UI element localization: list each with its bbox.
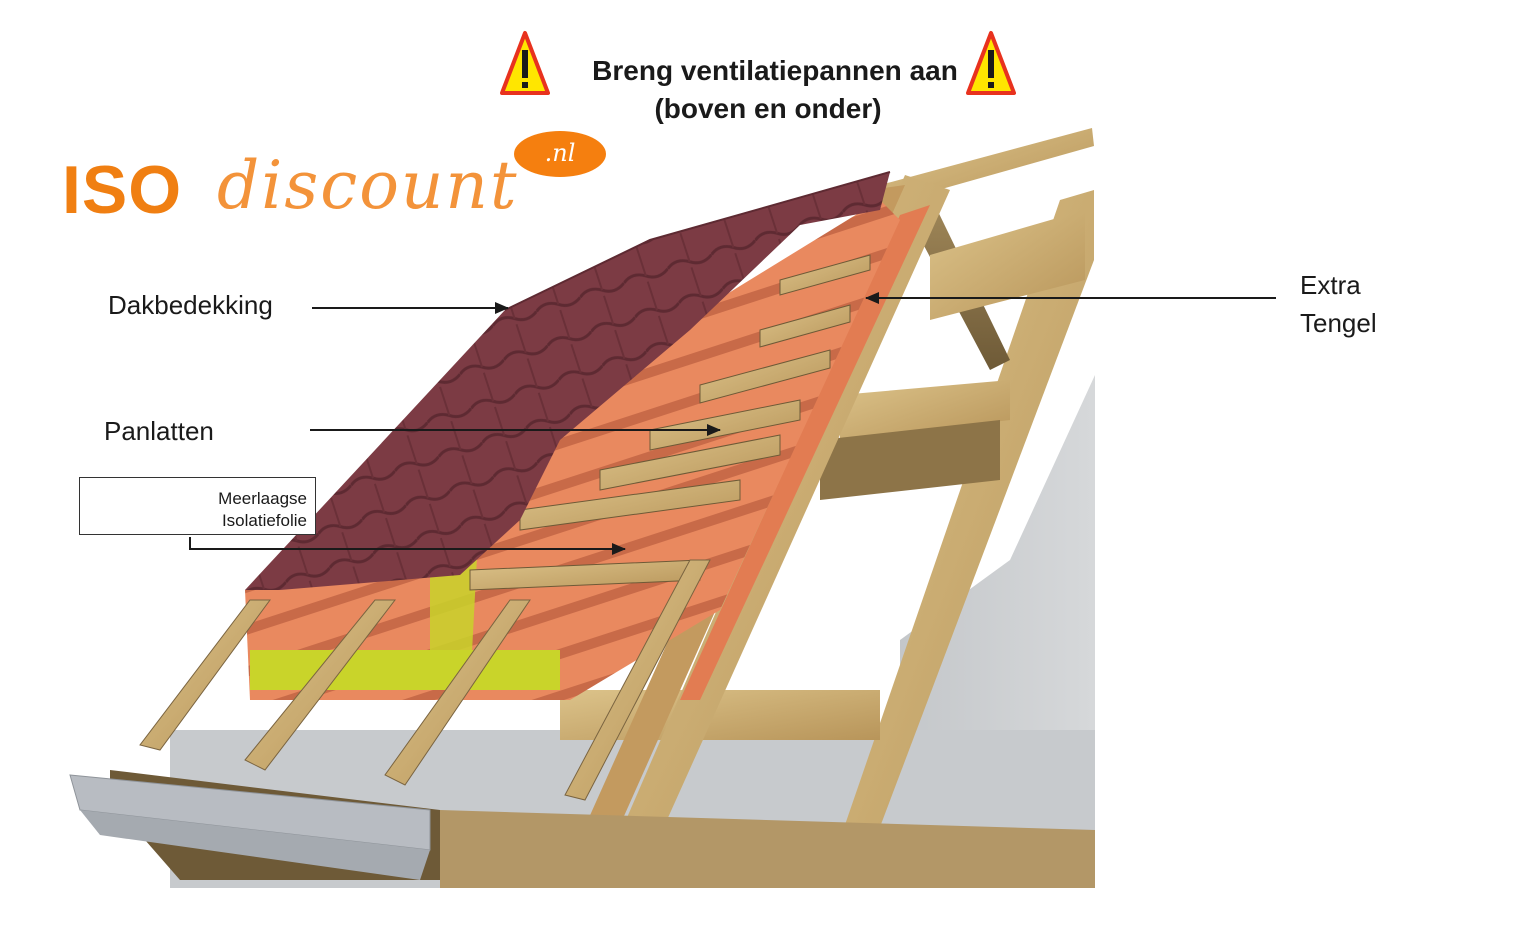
label-panlatten: Panlatten bbox=[104, 416, 214, 446]
ventilation-warning: Breng ventilatiepannen aan (boven en ond… bbox=[0, 52, 1536, 128]
logo-badge-nl: .nl bbox=[514, 131, 606, 177]
label-box-isolatiefolie: Meerlaagse Isolatiefolie bbox=[79, 477, 316, 535]
roof-tiles bbox=[245, 172, 890, 590]
logo-discount: discount bbox=[217, 147, 519, 224]
label-extra-tengel: Extra Tengel bbox=[1300, 266, 1377, 342]
warning-triangle-icon bbox=[966, 31, 1016, 95]
warning-icon-left bbox=[500, 30, 550, 101]
label-dakbedekking: Dakbedekking bbox=[108, 290, 273, 320]
warning-icon-right bbox=[966, 30, 1016, 101]
warning-line-1: Breng ventilatiepannen aan bbox=[592, 55, 958, 86]
warning-triangle-icon bbox=[500, 31, 550, 95]
label-isolatiefolie-line2: Isolatiefolie bbox=[221, 511, 307, 530]
label-extra-tengel-line2: Tengel bbox=[1300, 308, 1377, 338]
warning-line-2: (boven en onder) bbox=[654, 93, 882, 124]
battens bbox=[469, 254, 871, 591]
label-isolatiefolie: Meerlaagse Isolatiefolie bbox=[218, 488, 307, 532]
logo-iso: ISO bbox=[62, 152, 183, 228]
label-isolatiefolie-line1: Meerlaagse bbox=[218, 489, 307, 508]
label-extra-tengel-line1: Extra bbox=[1300, 270, 1361, 300]
